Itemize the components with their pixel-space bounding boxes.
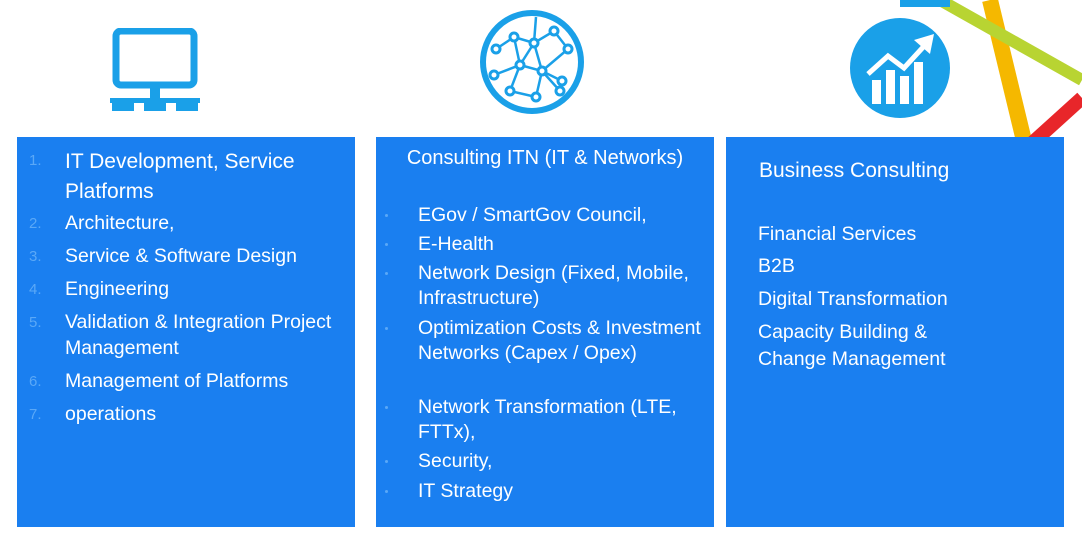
list-text: Optimization Costs & Investment Networks… (418, 317, 701, 364)
panel-title: Business Consulting (759, 159, 950, 182)
list-item: Financial Services (758, 223, 917, 245)
it-development-panel: 1. IT Development, Service Platforms 2. … (17, 137, 355, 527)
list-number: 3. (29, 248, 42, 265)
list-number: 6. (29, 373, 42, 390)
list-item: Capacity Building & Change Management (758, 321, 946, 370)
list-text: IT Strategy (418, 480, 514, 502)
consulting-itn-panel: Consulting ITN (IT & Networks) EGov / Sm… (376, 137, 714, 527)
list-number: 1. (29, 152, 42, 169)
panel-title: Consulting ITN (IT & Networks) (406, 147, 684, 169)
list-number: 2. (29, 215, 42, 232)
bullet-icon (385, 490, 388, 493)
list-text: EGov / SmartGov Council, (418, 204, 647, 226)
list-text: Network Design (Fixed, Mobile, Infrastru… (418, 262, 689, 309)
list-text: operations (65, 403, 157, 425)
list-text: Security, (418, 450, 493, 472)
bullet-icon (385, 272, 388, 275)
list-item: Digital Transformation (758, 288, 948, 310)
list-text: Validation & Integration Project Managem… (65, 311, 332, 359)
growth-chart-icon (850, 18, 950, 118)
list-number: 4. (29, 281, 42, 298)
globe-network-icon (480, 10, 584, 114)
list-item: B2B (758, 255, 795, 277)
list-number: 7. (29, 406, 42, 423)
bullet-icon (385, 406, 388, 409)
bullet-icon (385, 460, 388, 463)
list-text: Management of Platforms (65, 370, 289, 392)
monitor-network-icon (110, 28, 200, 111)
list-text: Network Transformation (LTE, FTTx), (418, 396, 677, 443)
list-text: E-Health (418, 233, 494, 255)
list-text: Engineering (65, 278, 170, 300)
list-text: Architecture, (65, 212, 175, 234)
list-heading: IT Development, Service Platforms (65, 150, 295, 203)
list-text: Service & Software Design (65, 245, 297, 267)
business-consulting-panel: Business Consulting Financial Services B… (726, 137, 1064, 527)
bullet-icon (385, 327, 388, 330)
bullet-icon (385, 214, 388, 217)
bullet-icon (385, 243, 388, 246)
list-number: 5. (29, 314, 42, 331)
